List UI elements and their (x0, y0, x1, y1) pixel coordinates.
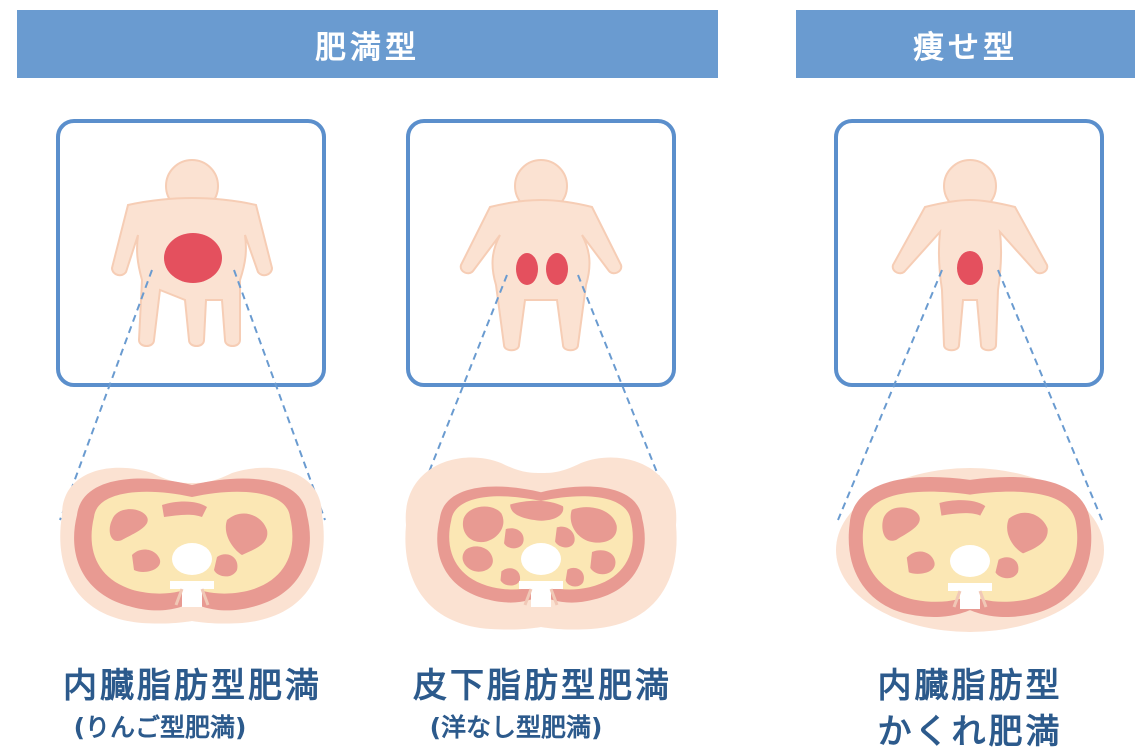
abdominal-cross-section (405, 457, 676, 629)
visceral-fat-marker (957, 251, 983, 285)
panel-subcutaneous-obesity (405, 121, 676, 630)
panel-2-title: 皮下脂肪型肥満 (390, 658, 695, 707)
subcutaneous-fat-marker (516, 253, 538, 285)
abdominal-cross-section (60, 468, 324, 624)
panel-visceral-obesity (58, 121, 325, 624)
subcutaneous-fat-marker (546, 253, 568, 285)
visceral-fat-marker (164, 233, 222, 283)
panel-hidden-obesity (836, 121, 1104, 632)
panel-3-title-line1: 内臓脂肪型 (855, 658, 1085, 707)
panel-1-title: 内臓脂肪型肥満 (40, 658, 345, 707)
panel-2-subtitle: (洋なし型肥満) (396, 708, 636, 744)
panel-1-subtitle: (りんご型肥満) (40, 708, 280, 744)
abdominal-cross-section (836, 468, 1104, 632)
